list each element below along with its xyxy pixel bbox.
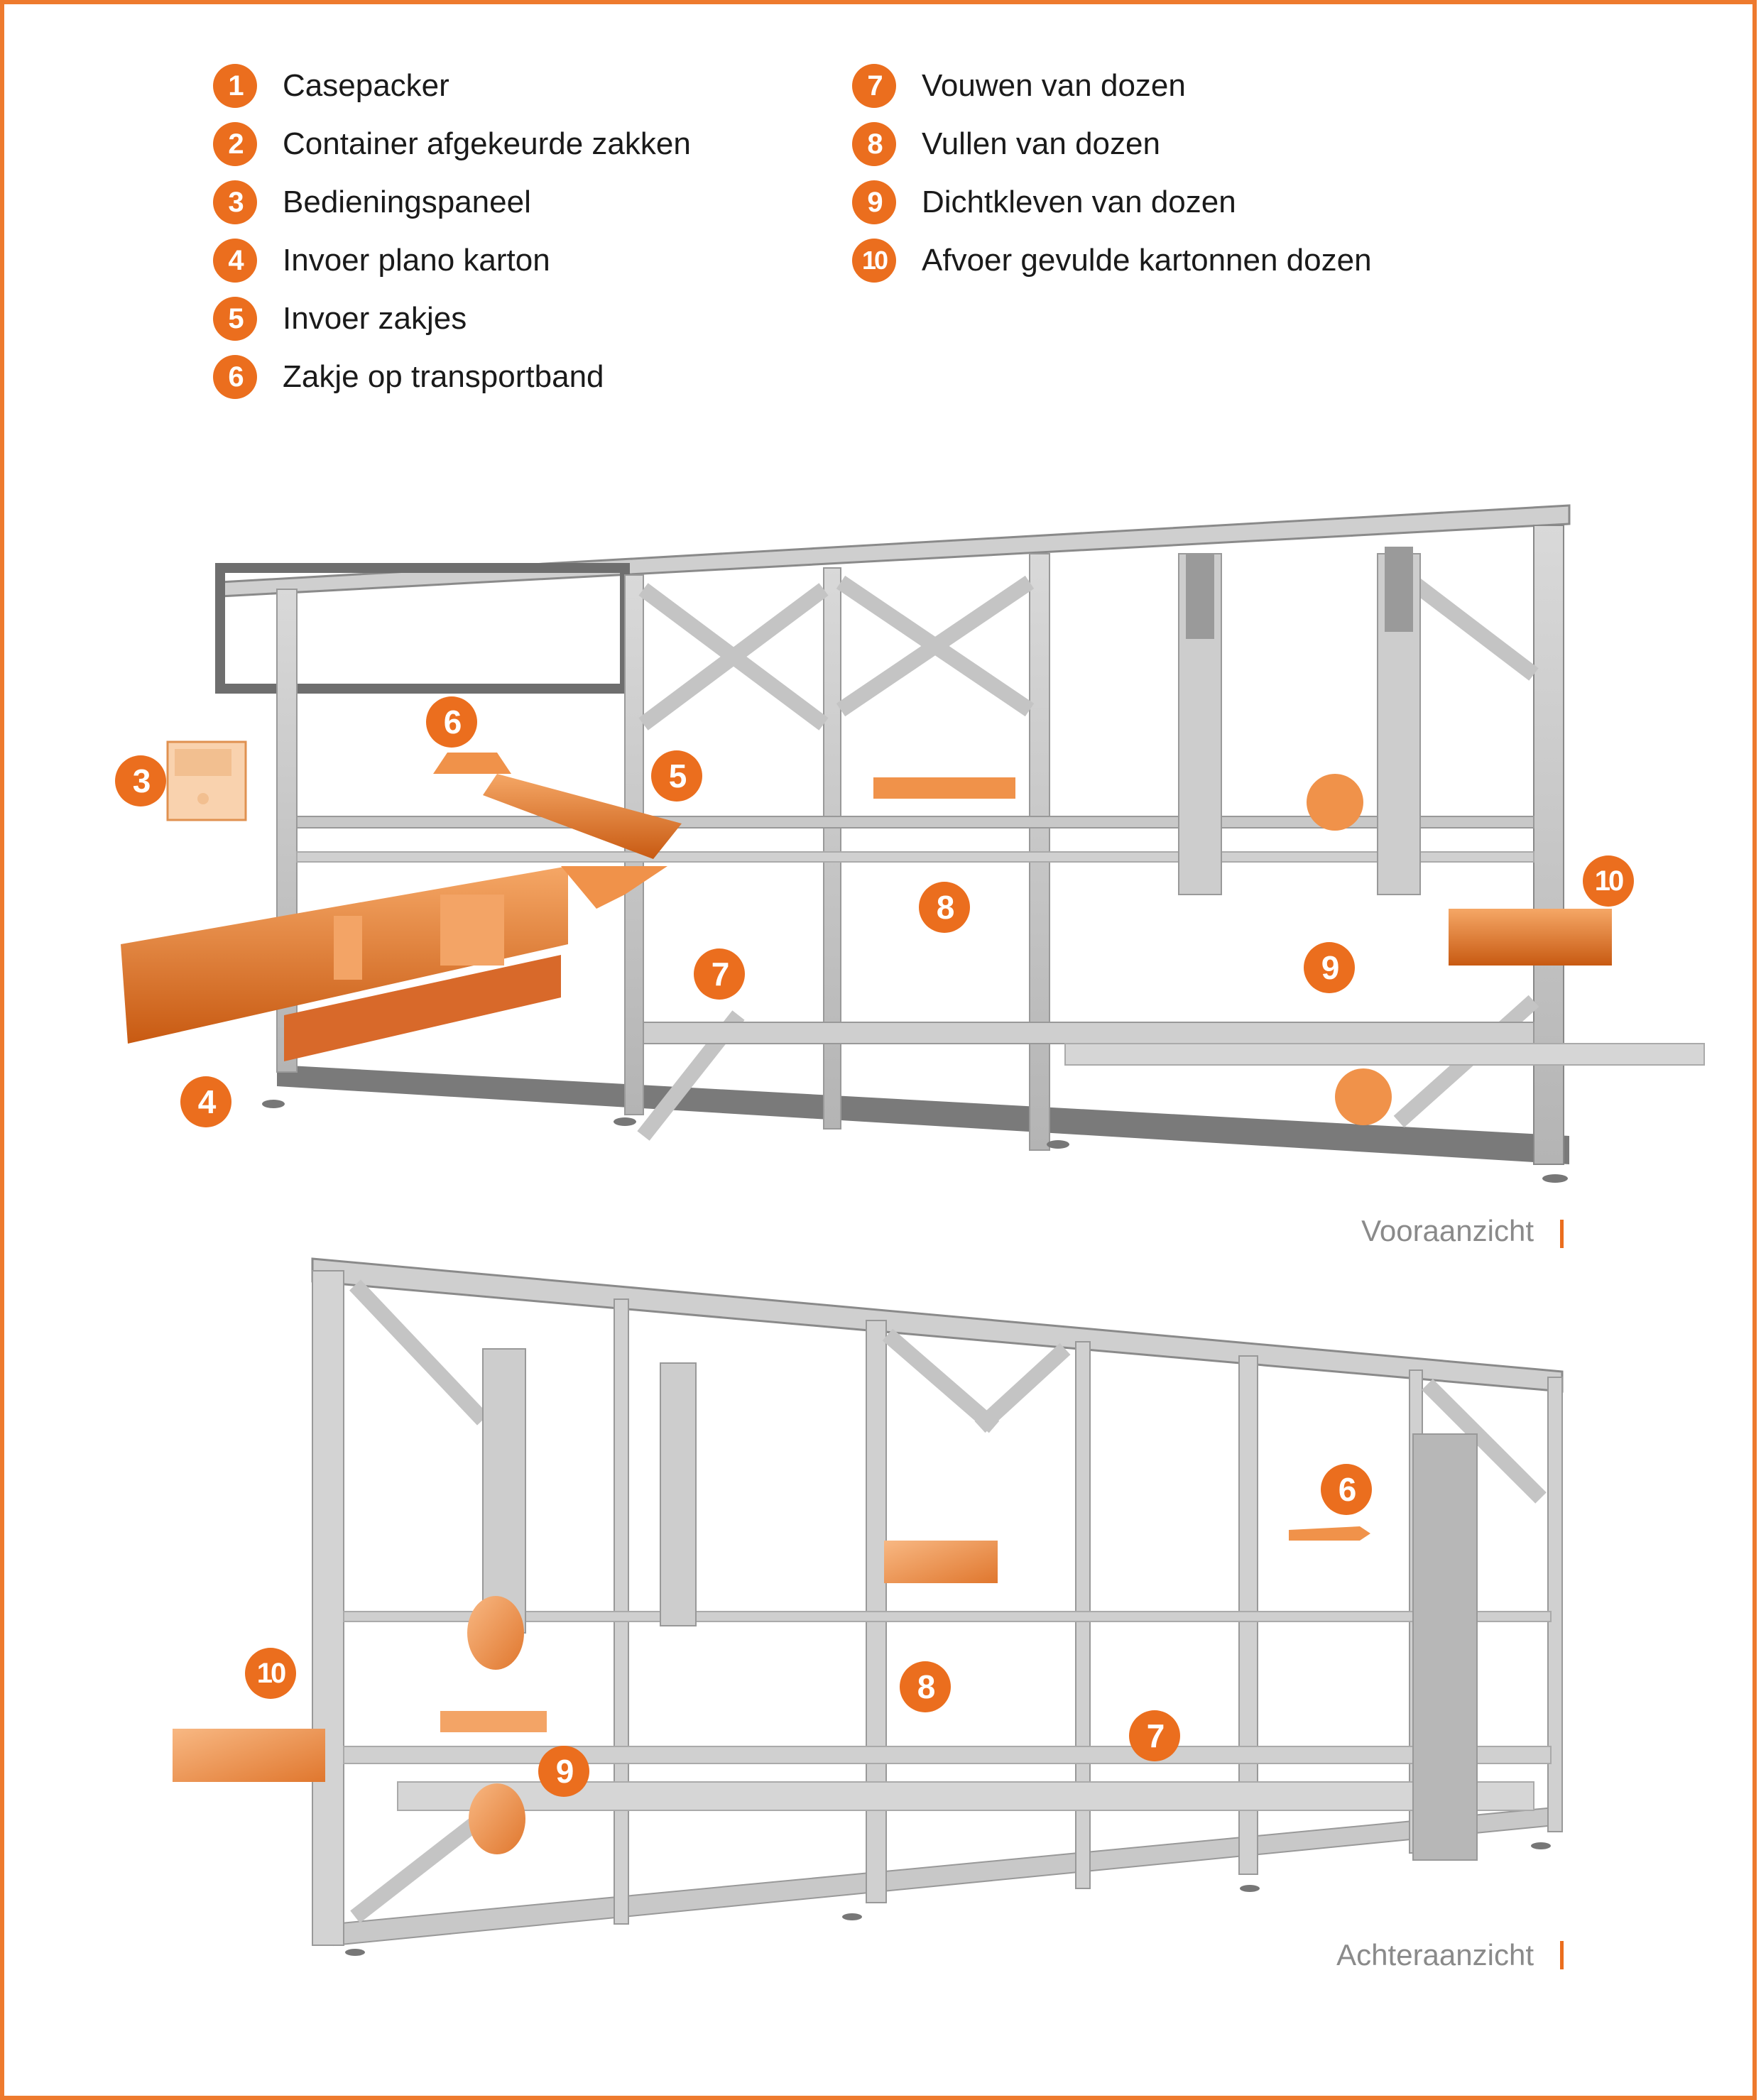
- legend-item-box-sealing: 9 Dichtkleven van dozen: [852, 180, 1236, 225]
- legend-badge: 6: [213, 355, 257, 399]
- legend-label: Invoer plano karton: [283, 243, 550, 278]
- legend-label: Vullen van dozen: [922, 126, 1160, 161]
- frame-post: [1533, 525, 1564, 1165]
- front-view-caption: Vooraanzicht: [1361, 1214, 1534, 1247]
- legend-label: Afvoer gevulde kartonnen dozen: [922, 243, 1372, 278]
- front-callout-5: 5: [651, 750, 702, 802]
- back-caption-accent-bar: [1560, 1941, 1564, 1969]
- bag-conveyor: [483, 774, 682, 859]
- front-view-illustration: [121, 504, 1705, 1183]
- legend-badge: 10: [852, 239, 896, 283]
- legend-item-box-filling: 8 Vullen van dozen: [852, 121, 1160, 167]
- front-callout-3: 3: [115, 755, 166, 806]
- front-callout-10: 10: [1583, 855, 1634, 907]
- front-callout-8: 8: [919, 882, 970, 933]
- front-callout-6: 6: [426, 696, 477, 748]
- legend-label: Zakje op transportband: [283, 359, 604, 394]
- legend-badge: 7: [852, 64, 896, 108]
- legend-item-control-panel: 3 Bedieningspaneel: [213, 180, 531, 225]
- back-callout-6: 6: [1321, 1464, 1372, 1515]
- filled-box-discharge: [1449, 909, 1612, 966]
- front-callout-9: 9: [1304, 942, 1355, 993]
- legend-label: Container afgekeurde zakken: [283, 126, 691, 161]
- legend-item-carton-feed: 4 Invoer plano karton: [213, 238, 550, 283]
- legend-item-bag-conveyor: 6 Zakje op transportband: [213, 354, 604, 400]
- back-callout-8: 8: [900, 1661, 951, 1712]
- front-callout-7: 7: [694, 948, 745, 1000]
- legend-label: Dichtkleven van dozen: [922, 185, 1236, 219]
- back-view-caption: Achteraanzicht: [1336, 1938, 1534, 1972]
- front-caption-accent-bar: [1560, 1220, 1564, 1248]
- back-view-illustration: [173, 1257, 1564, 1956]
- frame-bottom-rail: [277, 1065, 1569, 1164]
- frame-top-beam: [219, 504, 1571, 598]
- back-callout-9: 9: [538, 1746, 589, 1797]
- back-callout-10: 10: [245, 1648, 296, 1699]
- back-callout-7: 7: [1129, 1710, 1180, 1761]
- legend-item-container: 2 Container afgekeurde zakken: [213, 121, 691, 167]
- legend-item-bag-feed: 5 Invoer zakjes: [213, 296, 467, 341]
- legend-item-box-discharge: 10 Afvoer gevulde kartonnen dozen: [852, 238, 1372, 283]
- legend-label: Bedieningspaneel: [283, 185, 531, 219]
- legend-label: Casepacker: [283, 68, 449, 103]
- legend-badge: 4: [213, 239, 257, 283]
- legend-item-box-folding: 7 Vouwen van dozen: [852, 63, 1186, 109]
- legend-badge: 8: [852, 122, 896, 166]
- filled-box-discharge: [173, 1729, 325, 1782]
- legend-item-casepacker: 1 Casepacker: [213, 63, 449, 109]
- front-callout-4: 4: [180, 1076, 231, 1127]
- legend-badge: 5: [213, 297, 257, 341]
- legend-badge: 9: [852, 180, 896, 224]
- frame-post: [823, 567, 841, 1130]
- legend-label: Vouwen van dozen: [922, 68, 1186, 103]
- legend-label: Invoer zakjes: [283, 301, 467, 336]
- legend-badge: 1: [213, 64, 257, 108]
- legend-badge: 2: [213, 122, 257, 166]
- bag-on-conveyor: [1289, 1526, 1370, 1541]
- legend-badge: 3: [213, 180, 257, 224]
